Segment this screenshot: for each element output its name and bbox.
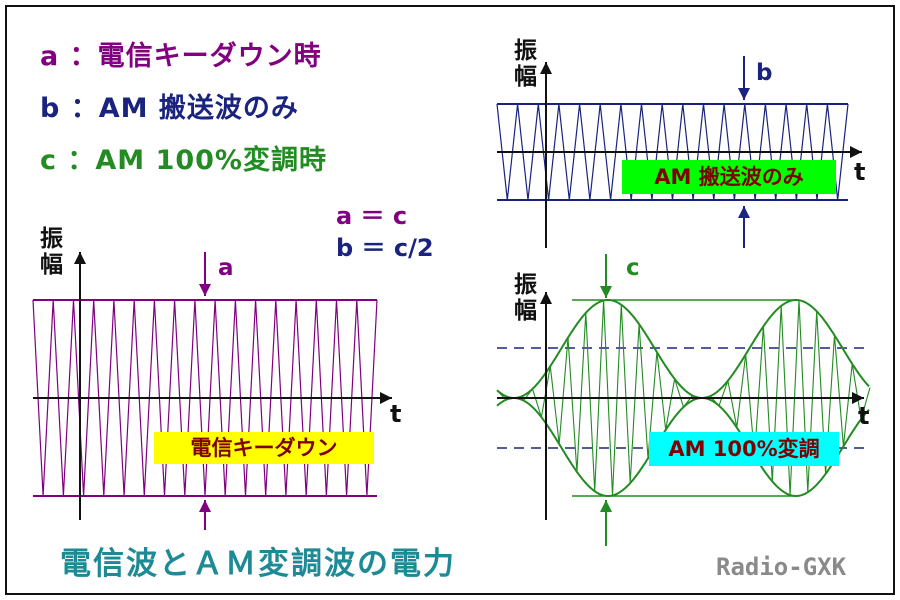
legend-b: b ：AM 搬送波のみ [40,93,299,124]
y-axis-label-bottom-right: 振幅 [514,272,537,324]
keydown-y-axis-arrow-head [74,252,86,264]
marker-b-top-arrow [738,56,750,100]
carrier-wave [496,103,849,201]
diagram-title: 電信波とＡＭ変調波の電力 [60,546,456,582]
marker-b-bottom-arrow [738,206,750,248]
carrier-waveform-panel [496,56,862,248]
credit-text: Radio-GXK [716,553,847,581]
am-t-axis-arrow [497,392,864,404]
label-box-key-down: 電信キーダウン [154,432,374,464]
legend-a: a ：電信キーダウン時 [40,41,322,72]
marker-a-top-arrow [199,252,211,296]
keydown-waveform-panel [32,252,392,530]
label-box-am-100: AM 100%変調 [649,432,839,466]
am-t-axis-arrow-head [852,392,864,404]
marker-c-top-arrow [600,254,612,298]
marker-b: b [756,60,773,86]
outer-frame [5,5,895,595]
legend-c: c ：AM 100%変調時 [40,145,327,176]
marker-a-top-arrow-head [199,284,211,296]
label-box-carrier-only: AM 搬送波のみ [622,160,836,194]
equation-b-equals-half-c: b ＝ c/2 [336,234,434,262]
carrier-y-axis-arrow [540,62,552,248]
equation-a-equals-c: a ＝ c [336,202,408,230]
t-axis-label-left: t [390,400,402,428]
t-axis-label-bottom-right: t [858,402,870,430]
keydown-t-axis-arrow-head [380,392,392,404]
keydown-carrier-wave [32,299,378,497]
carrier-t-axis-arrow [497,146,862,158]
marker-c-bottom-arrow [600,500,612,546]
marker-a: a [218,255,234,281]
am-y-axis-arrow [540,292,552,520]
marker-a-bottom-arrow [199,500,211,530]
carrier-t-axis-arrow-head [850,146,862,158]
y-axis-label-left: 振幅 [40,226,63,278]
am-modulation-waveform-panel [496,254,871,546]
am-modulated-wave [496,300,871,496]
carrier-y-axis-arrow-head [540,62,552,74]
am-y-axis-arrow-head [540,292,552,304]
t-axis-label-top-right: t [854,158,866,186]
marker-b-top-arrow-head [738,88,750,100]
marker-b-bottom-arrow-head [738,206,750,218]
marker-c: c [626,255,640,281]
keydown-t-axis-arrow [33,392,392,404]
marker-c-top-arrow-head [600,286,612,298]
keydown-y-axis-arrow [74,252,86,520]
am-upper-envelope [496,299,870,399]
marker-c-bottom-arrow-head [600,500,612,512]
marker-a-bottom-arrow-head [199,500,211,512]
y-axis-label-top-right: 振幅 [514,38,537,90]
